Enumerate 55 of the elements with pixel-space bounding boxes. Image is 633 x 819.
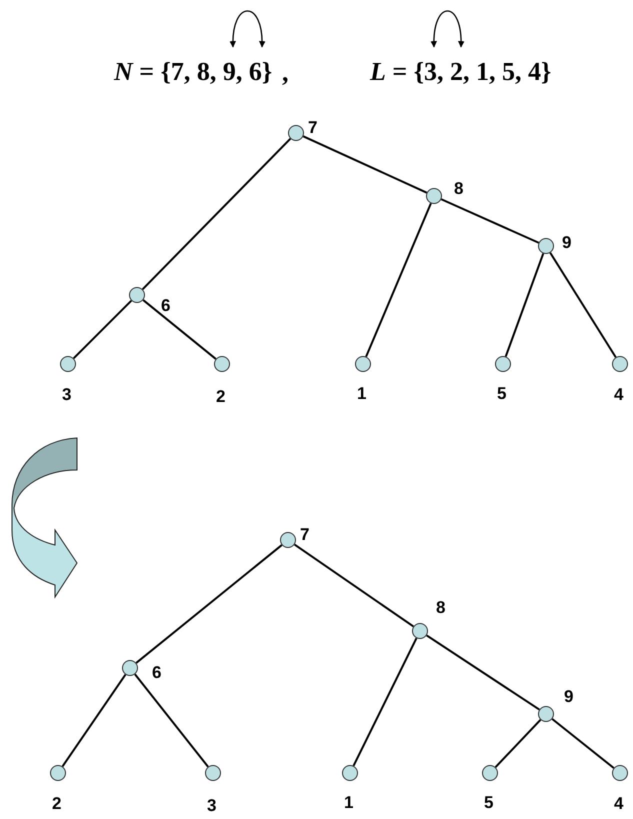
node-label: 2 [52,795,62,812]
node-label: 1 [344,794,354,811]
set-formula: N = {7, 8, 9, 6} [114,59,272,85]
tree-node [60,356,76,372]
tree-node [495,356,511,372]
tree-node [342,765,358,781]
tree-edge [62,674,126,767]
set-formula: L = {3, 2, 1, 5, 4} [370,59,552,85]
tree-node [612,765,628,781]
node-label: 7 [308,119,318,136]
tree-edge [302,135,428,194]
node-label: 4 [614,386,624,403]
tree-edge [504,253,544,357]
tree-edge [440,198,540,244]
node-label: 5 [497,385,506,402]
node-label: 8 [436,599,446,616]
tree-edge [494,719,542,768]
tree-edge [365,202,432,358]
tree-node [280,532,296,548]
tree-edge [142,138,292,290]
tree-edge [549,252,617,358]
tree-edge [136,544,282,664]
node-label: 8 [454,180,464,197]
tree-node [288,125,304,141]
tree-edge [142,299,216,360]
node-label: 6 [152,664,162,681]
set-formula: , [282,60,288,86]
tree-node [355,356,371,372]
tree-node [482,765,498,781]
node-label: 6 [161,297,170,314]
tree-node [122,660,138,676]
tree-edge [72,300,132,360]
tree-edge [552,718,614,769]
node-label: 9 [564,688,574,705]
tree-node [412,623,428,639]
tree-edge [134,674,209,768]
node-label: 3 [62,386,72,403]
node-label: 3 [207,797,216,814]
tree-edge [294,544,414,628]
tree-node [538,238,554,254]
node-label: 7 [300,526,310,543]
tree-node [50,765,66,781]
tree-node [214,356,230,372]
tree-node [205,765,221,781]
node-label: 5 [484,794,494,811]
tree-node [612,356,628,372]
tree-node [426,188,442,204]
node-label: 4 [614,795,624,812]
node-label: 9 [562,234,572,251]
node-label: 2 [216,388,226,405]
node-label: 1 [357,385,366,402]
tree-edge [352,638,418,766]
tree-node [538,706,554,722]
tree-node [129,287,145,303]
tree-edge [426,634,540,710]
